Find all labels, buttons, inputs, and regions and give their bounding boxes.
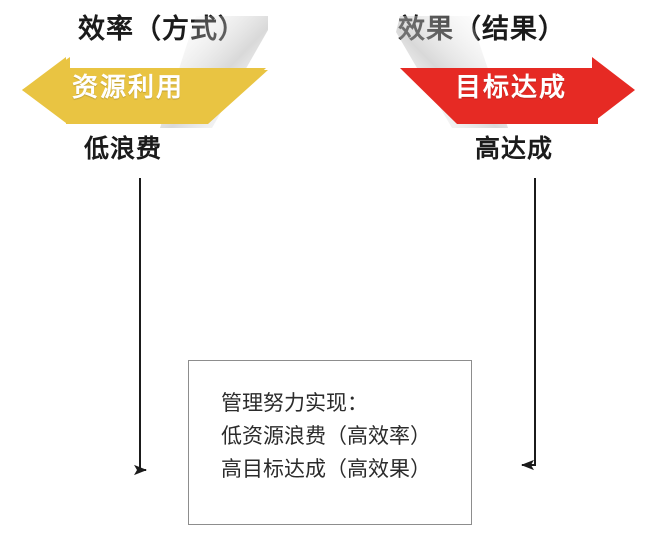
outcome-box-text: 管理努力实现： 低资源浪费（高效率） 高目标达成（高效果）: [221, 391, 431, 481]
banner-label-goal-attainment: 目标达成: [455, 73, 568, 103]
banner-arrow-right-head: [592, 57, 635, 123]
outcome-line-2: 低资源浪费（高效率）: [221, 424, 431, 449]
heading-efficiency: 效率（方式）: [78, 14, 246, 45]
outcome-line-1: 管理努力实现：: [221, 391, 368, 415]
right-connector-line: [521, 178, 536, 471]
banner-arrow-left-head: [22, 57, 70, 123]
banner-label-resource-utilization: 资源利用: [72, 73, 185, 103]
sublabel-high-attainment: 高达成: [475, 134, 554, 163]
outcome-box: 管理努力实现： 低资源浪费（高效率） 高目标达成（高效果）: [188, 360, 472, 525]
left-connector-line: [134, 178, 147, 476]
sublabel-low-waste: 低浪费: [84, 134, 163, 163]
heading-effect: 效果（结果）: [398, 14, 566, 45]
outcome-line-3: 高目标达成（高效果）: [221, 457, 431, 482]
